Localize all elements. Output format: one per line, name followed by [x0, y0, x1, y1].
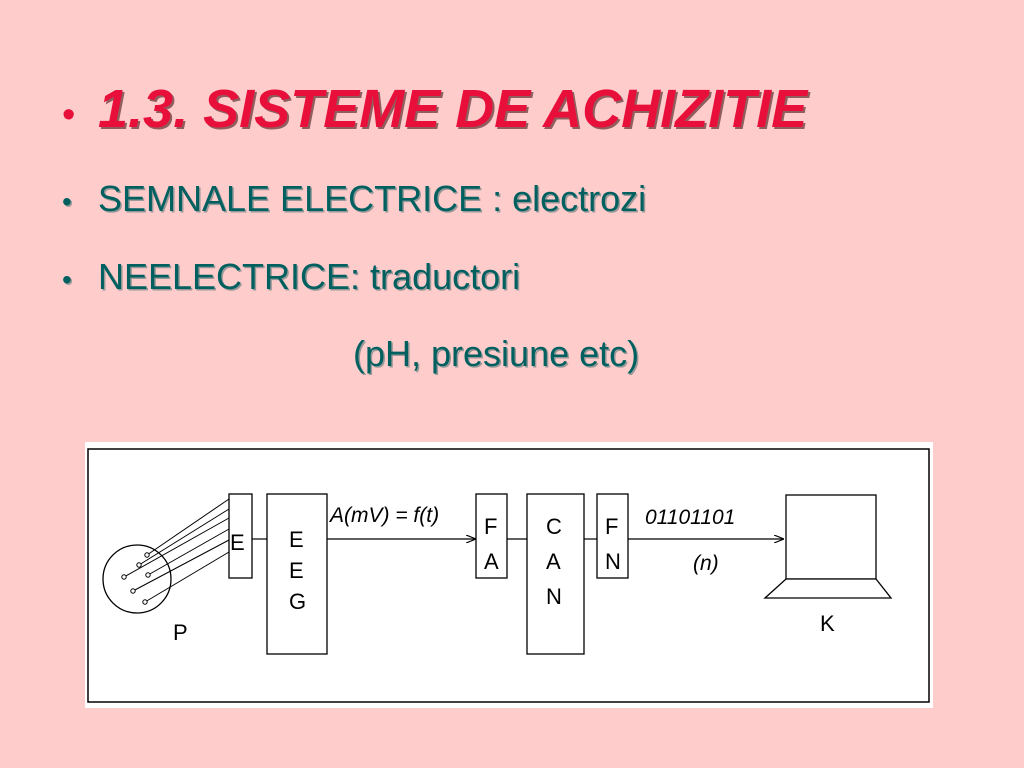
can-letter-3: N	[546, 584, 562, 609]
fn-letter-1: F	[605, 514, 618, 539]
bullet-text-neelectrice: NEELECTRICE: traductori	[98, 256, 521, 297]
can-letter-1: C	[546, 514, 562, 539]
probe-label: P	[173, 620, 188, 645]
probe-electrodes	[123, 498, 230, 603]
eeg-letter-2: E	[289, 558, 304, 583]
fa-letter-1: F	[484, 514, 497, 539]
computer-label: K	[820, 611, 835, 636]
acquisition-diagram: P E E E G A(mV) = f(t) F A C A N F N 011…	[85, 442, 933, 708]
computer-screen	[785, 494, 877, 580]
bullet-icon: •	[62, 186, 72, 217]
slide-title: 1.3. SISTEME DE ACHIZITIE	[98, 79, 808, 139]
probe-circle	[102, 544, 172, 614]
title-row: • 1.3. SISTEME DE ACHIZITIE	[62, 78, 807, 140]
bullet-continuation: (pH, presiune etc)	[353, 333, 640, 374]
fn-block	[596, 493, 629, 579]
bullet-text-semnale: SEMNALE ELECTRICE : electrozi	[98, 178, 647, 219]
eeg-letter-3: G	[289, 589, 306, 614]
fn-letter-2: N	[605, 549, 621, 574]
fa-block	[475, 493, 508, 579]
computer-icon	[763, 494, 893, 599]
computer-keyboard	[763, 578, 893, 599]
eeg-block	[266, 493, 328, 655]
can-letter-2: A	[546, 549, 561, 574]
bullet-icon: •	[62, 94, 76, 136]
signal-label: A(mV) = f(t)	[328, 504, 439, 527]
bullet-icon: •	[62, 264, 72, 295]
fa-letter-2: A	[484, 549, 499, 574]
probe-head	[102, 498, 230, 614]
eeg-letter-1: E	[289, 527, 304, 552]
n-label: (n)	[693, 552, 719, 575]
bullet-item-semnale: • SEMNALE ELECTRICE : electrozi	[62, 178, 646, 220]
bullet-item-neelectrice: • NEELECTRICE: traductori	[62, 256, 520, 298]
electrode-block	[228, 493, 253, 579]
can-block	[526, 493, 585, 655]
electrode-points	[121, 552, 151, 605]
electrode-block-label: E	[230, 530, 245, 555]
diagram-frame	[87, 448, 930, 703]
binary-label: 01101101	[645, 506, 735, 529]
